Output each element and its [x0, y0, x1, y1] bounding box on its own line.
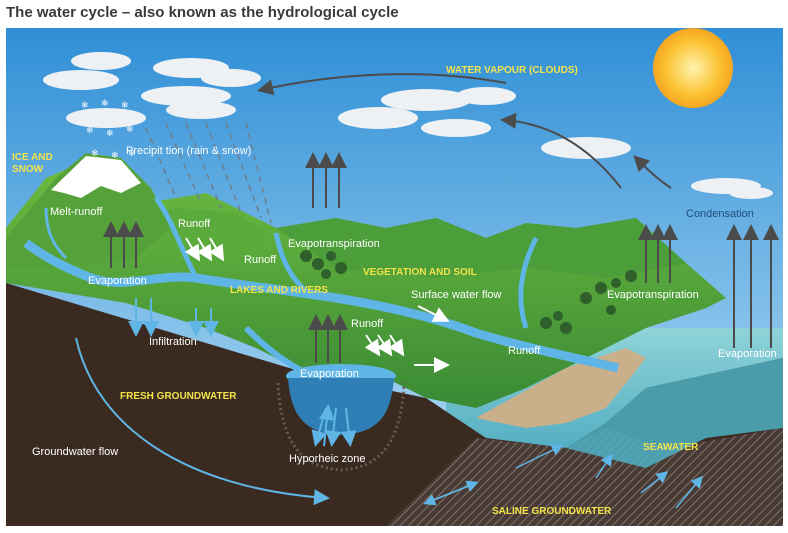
label-melt-runoff: Melt-runoff [50, 206, 103, 218]
svg-text:❄: ❄ [126, 125, 134, 135]
hyporheic-zone [276, 382, 406, 472]
label-evaporation-lake: Evaporation [300, 368, 359, 380]
arrows-seawater [423, 444, 703, 509]
trees [300, 250, 637, 334]
melt-stream [44, 207, 68, 260]
sun [653, 28, 733, 108]
page-title: The water cycle – also known as the hydr… [6, 4, 399, 21]
snow-cap [51, 156, 141, 198]
label-infiltration: Infiltration [149, 336, 197, 348]
label-groundwater-flow: Groundwater flow [32, 446, 119, 458]
label-evaporation-river: Evaporation [88, 275, 147, 287]
arrows-runoff [184, 237, 450, 373]
label-evaporation-sea: Evaporation [718, 348, 777, 360]
label-precipitation: Precipit tion (rain & snow) [126, 145, 252, 157]
label-lakes-rivers: LAKES AND RIVERS [230, 285, 328, 296]
diagram-artwork: ❄ ❄ ❄ ❄ ❄ ❄ ❄ ❄ ❄ [6, 28, 783, 526]
label-surface-water-flow: Surface water flow [411, 289, 502, 301]
label-ice-snow-line2: SNOW [12, 164, 44, 175]
svg-text:❄: ❄ [128, 149, 136, 159]
river-trib-1 [153, 196, 199, 280]
seawater [566, 358, 783, 468]
svg-text:❄: ❄ [106, 129, 114, 139]
arrow-clouds-move [257, 73, 507, 96]
label-fresh-groundwater: FRESH GROUNDWATER [120, 391, 237, 402]
label-water-vapour: WATER VAPOUR (CLOUDS) [446, 65, 578, 76]
label-evapotranspiration-left: Evapotranspiration [288, 238, 380, 250]
label-seawater: SEAWATER [643, 442, 699, 453]
saline-groundwater [386, 428, 783, 526]
svg-text:❄: ❄ [111, 151, 119, 161]
label-runoff-coast: Runoff [508, 345, 541, 357]
water-cycle-diagram: ❄ ❄ ❄ ❄ ❄ ❄ ❄ ❄ ❄ [6, 28, 783, 526]
hyporheic-pool [288, 378, 394, 435]
rain [145, 122, 272, 224]
arrow-groundwater-flow [75, 337, 330, 506]
arrow-condensation [500, 112, 622, 189]
river-trib-3 [518, 236, 539, 329]
svg-text:❄: ❄ [101, 99, 109, 109]
label-evapotranspiration-right: Evapotranspiration [607, 289, 699, 301]
svg-text:❄: ❄ [121, 101, 129, 111]
label-hyporheic-zone: Hyporheic zone [289, 453, 366, 465]
label-ice-snow-line1: ICE AND [12, 152, 53, 163]
arrow-vapour-rise [633, 155, 672, 189]
snowflakes: ❄ ❄ ❄ ❄ ❄ ❄ ❄ ❄ ❄ [81, 99, 136, 161]
river-main [23, 239, 620, 373]
label-runoff-middle: Runoff [244, 254, 277, 266]
clouds [43, 52, 773, 199]
label-condensation: Condensation [686, 208, 754, 220]
label-saline-groundwater: SALINE GROUNDWATER [492, 506, 612, 517]
arrows-evapotranspiration [103, 152, 779, 363]
arrows-infiltration [128, 298, 357, 447]
river-trib-2 [273, 232, 318, 301]
far-hills [276, 218, 686, 278]
label-vegetation-soil: VEGETATION AND SOIL [363, 267, 477, 278]
svg-text:❄: ❄ [81, 101, 89, 111]
label-runoff-lake: Runoff [351, 318, 384, 330]
svg-text:❄: ❄ [91, 149, 99, 159]
label-runoff-upper: Runoff [178, 218, 211, 230]
svg-text:❄: ❄ [86, 126, 94, 136]
